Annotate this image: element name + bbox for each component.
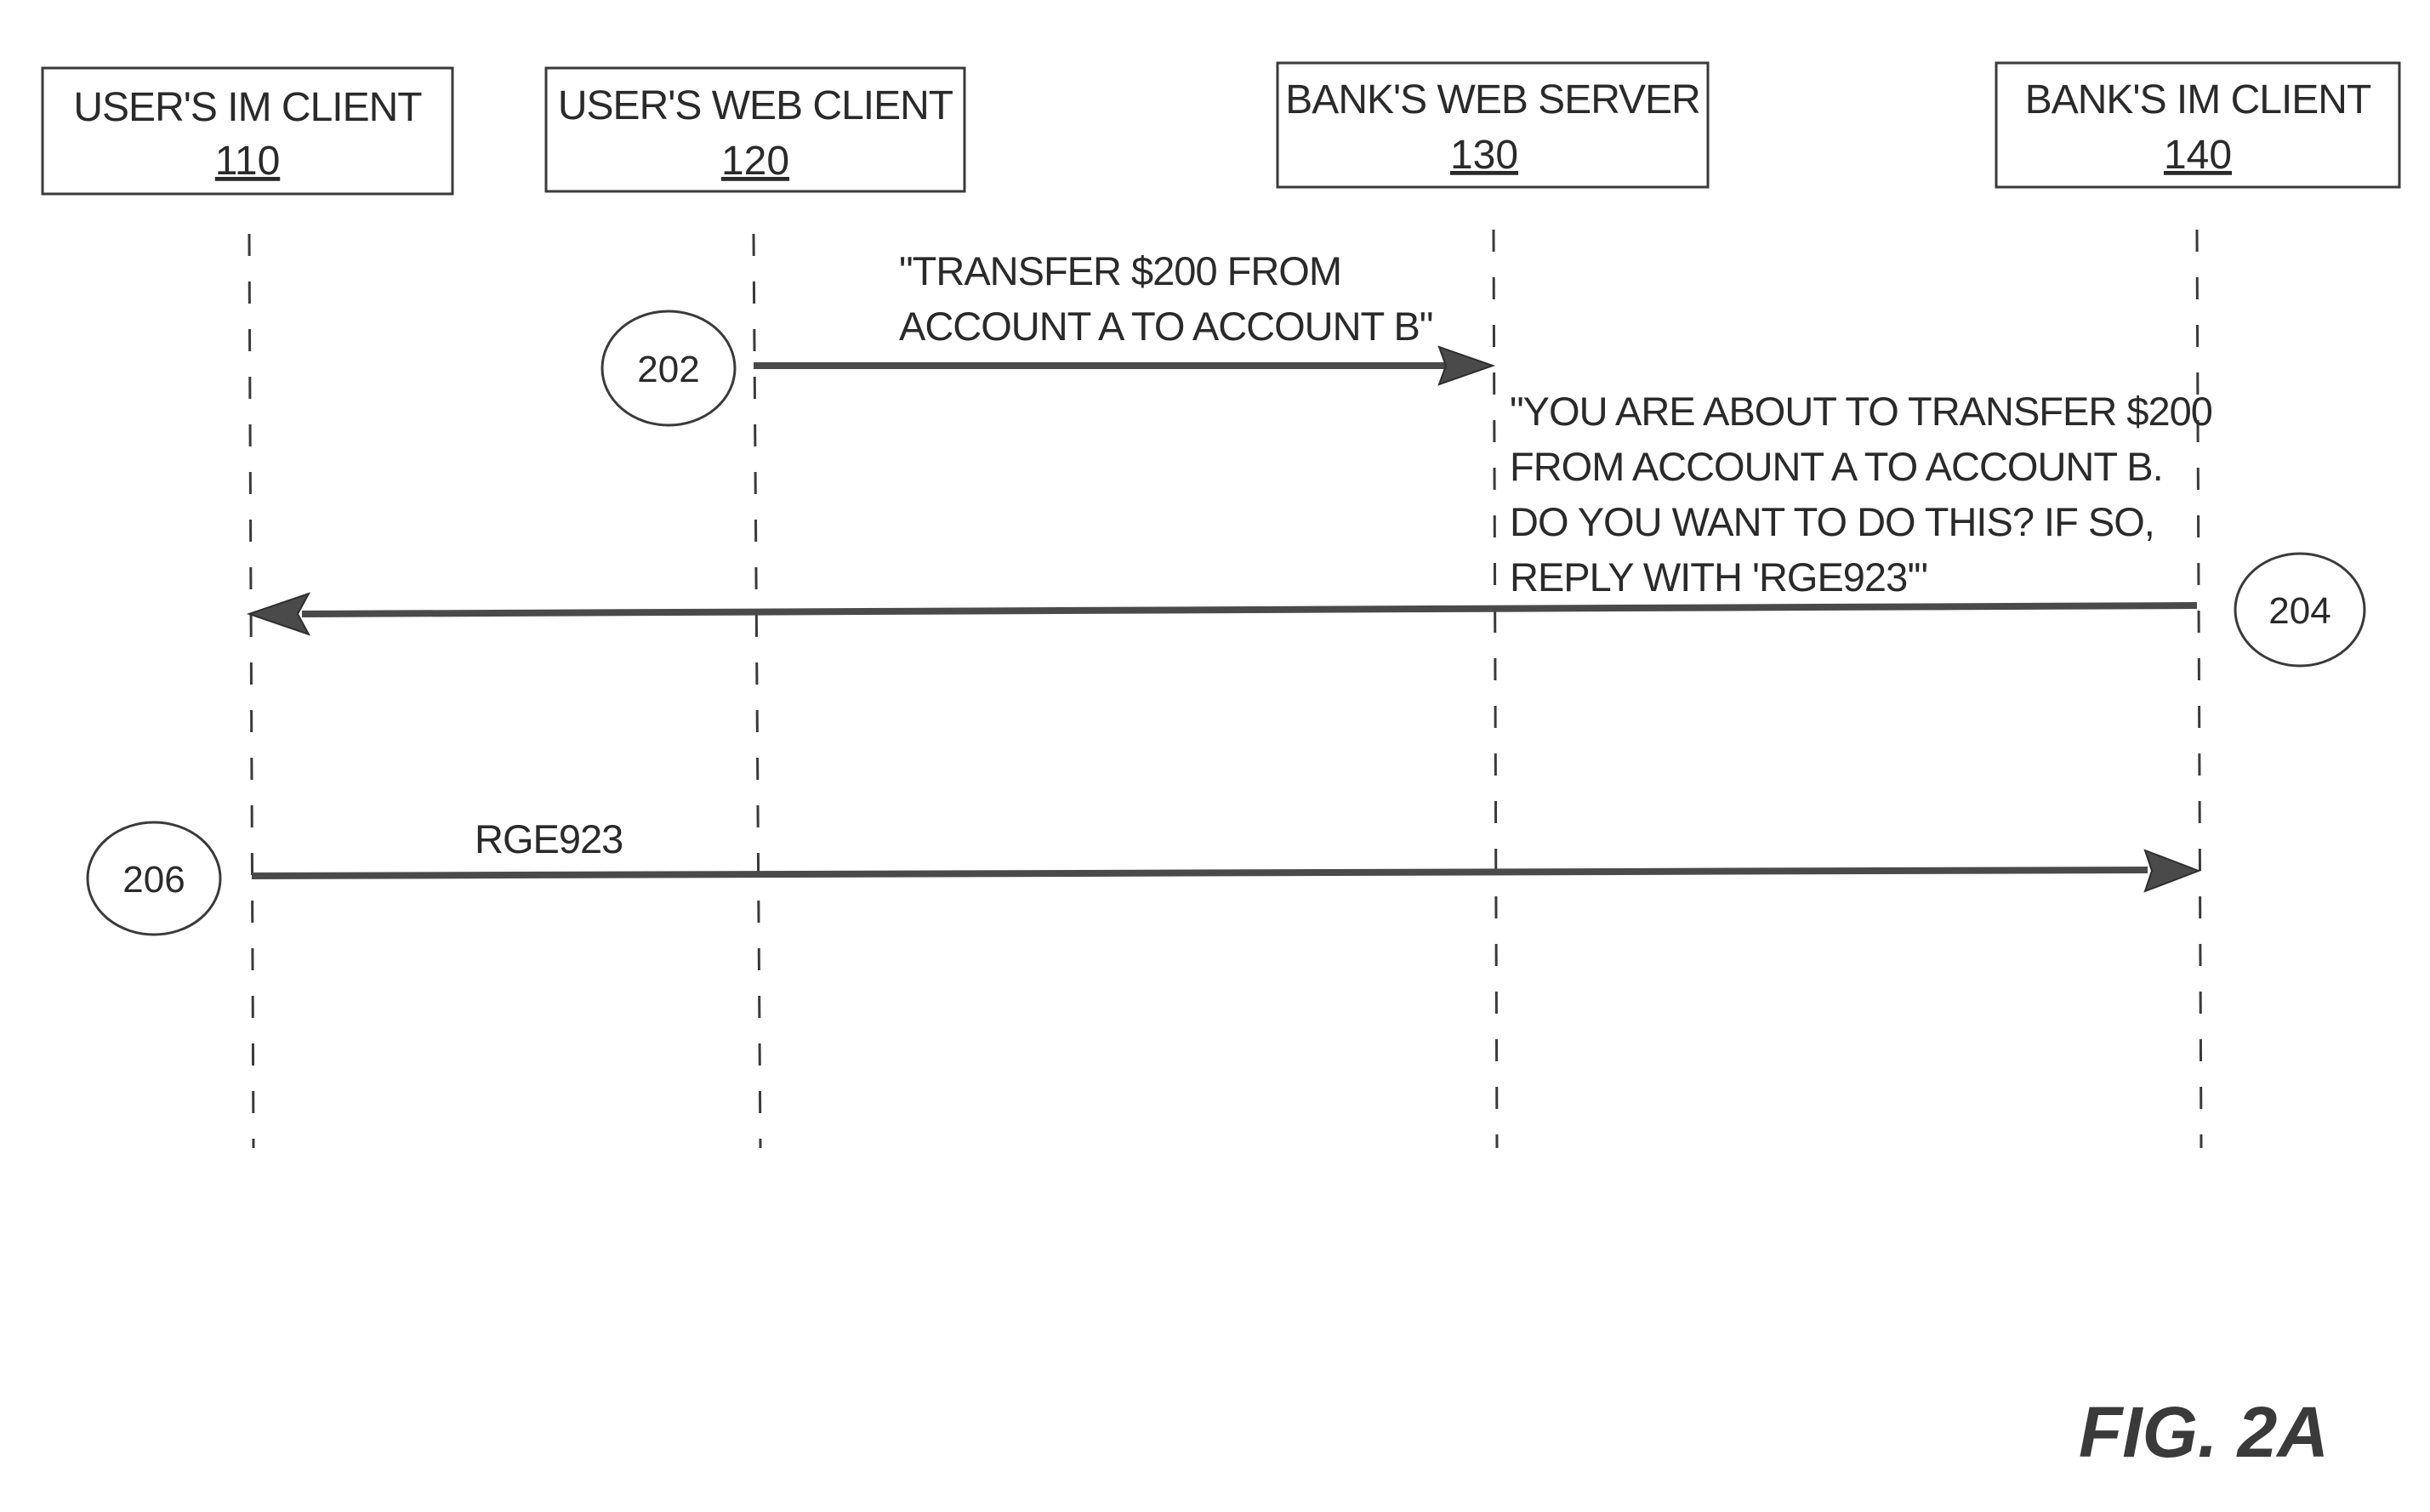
lifeline-users-im-client (249, 234, 253, 1148)
message-206: RGE923 206 (88, 816, 2199, 935)
message-arrow-line (252, 870, 2148, 876)
lifeline-users-web-client (754, 234, 760, 1148)
participant-title: BANK'S WEB SERVER (1285, 77, 1699, 122)
message-text-line: RGE923 (475, 816, 623, 861)
arrow-head (1439, 347, 1493, 384)
lifeline-banks-im-client (2197, 230, 2201, 1148)
arrow-head (249, 594, 309, 634)
participant-users-im-client: USER'S IM CLIENT 110 (43, 68, 452, 194)
figure-label: FIG. 2A (2079, 1392, 2329, 1472)
participant-number: 140 (2164, 133, 2232, 178)
participant-title: USER'S WEB CLIENT (558, 83, 953, 128)
message-text-line: ACCOUNT A TO ACCOUNT B" (899, 304, 1432, 349)
participant-number: 110 (215, 139, 281, 184)
message-arrow-line (302, 605, 2197, 614)
reference-number: 204 (2268, 590, 2330, 632)
message-text-line: DO YOU WANT TO DO THIS? IF SO, (1510, 499, 2154, 544)
participant-number: 130 (1450, 133, 1518, 178)
participant-title: USER'S IM CLIENT (73, 85, 422, 130)
reference-number: 206 (122, 859, 185, 901)
message-text-line: FROM ACCOUNT A TO ACCOUNT B. (1510, 444, 2163, 489)
message-202: "TRANSFER $200 FROM ACCOUNT A TO ACCOUNT… (602, 248, 1493, 425)
participant-banks-web-server: BANK'S WEB SERVER 130 (1278, 63, 1708, 187)
participant-banks-im-client: BANK'S IM CLIENT 140 (1996, 63, 2399, 187)
participant-users-web-client: USER'S WEB CLIENT 120 (546, 68, 965, 191)
message-text-line: "TRANSFER $200 FROM (899, 248, 1341, 293)
participant-number: 120 (721, 139, 789, 184)
arrow-head (2145, 850, 2199, 891)
participant-title: BANK'S IM CLIENT (2025, 77, 2371, 122)
reference-number: 202 (637, 349, 699, 390)
message-204: "YOU ARE ABOUT TO TRANSFER $200 FROM ACC… (249, 389, 2365, 666)
message-text-line: REPLY WITH 'RGE923'" (1510, 554, 1927, 600)
lifeline-banks-web-server (1494, 230, 1497, 1148)
message-text-line: "YOU ARE ABOUT TO TRANSFER $200 (1510, 389, 2212, 434)
